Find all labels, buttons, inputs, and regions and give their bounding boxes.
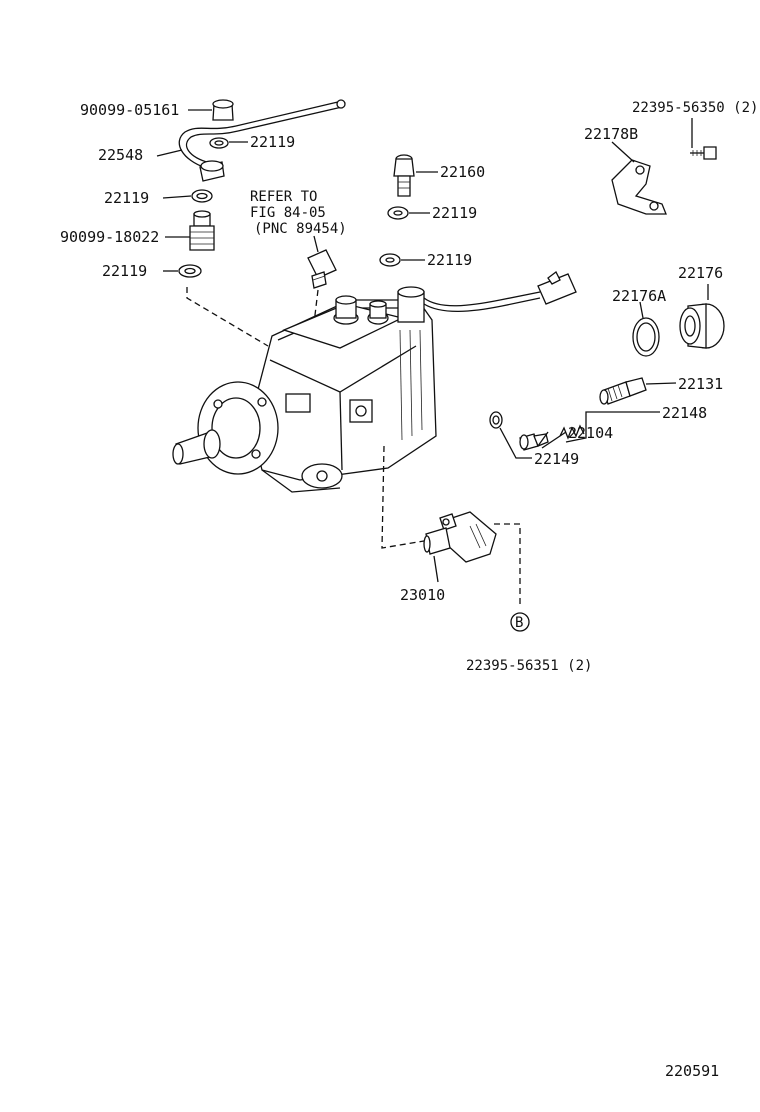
label-22176: 22176 bbox=[678, 264, 723, 282]
label-22119-d: 22119 bbox=[432, 204, 477, 222]
seal-22149 bbox=[489, 411, 532, 459]
union-bolt-90099-18022 bbox=[189, 210, 215, 251]
label-22119-b: 22119 bbox=[104, 189, 149, 207]
label-22104: 22104 bbox=[568, 424, 613, 442]
valve-22131 bbox=[599, 377, 677, 405]
label-22148: 22148 bbox=[662, 404, 707, 422]
label-22119-a: 22119 bbox=[250, 133, 295, 151]
gasket-22119-lower bbox=[178, 264, 202, 278]
lever-22178B bbox=[611, 141, 667, 215]
label-22119-c: 22119 bbox=[102, 262, 147, 280]
gasket-22119-mid bbox=[191, 189, 213, 203]
gasket-22119-upper bbox=[209, 137, 229, 149]
injection-pump-body bbox=[172, 271, 577, 493]
label-22119-e: 22119 bbox=[427, 251, 472, 269]
diagram-id: 220591 bbox=[665, 1062, 719, 1080]
label-90099-05161: 90099-05161 bbox=[80, 101, 179, 119]
valve-22104 bbox=[519, 431, 549, 451]
refer-line-2: FIG 84-05 bbox=[250, 205, 326, 221]
label-22160: 22160 bbox=[440, 163, 485, 181]
plug-22176 bbox=[679, 284, 725, 349]
label-22395-56350: 22395-56350 (2) bbox=[632, 100, 758, 116]
label-22178B: 22178B bbox=[584, 125, 638, 143]
label-22149: 22149 bbox=[534, 450, 579, 468]
label-22176A: 22176A bbox=[612, 287, 666, 305]
callout-B-circle bbox=[510, 612, 530, 632]
union-nut-90099-05161 bbox=[212, 99, 234, 121]
refer-line-1: REFER TO bbox=[250, 189, 317, 205]
leaders-lower bbox=[381, 445, 521, 606]
leader-22104 bbox=[541, 431, 567, 449]
label-22395-56351: 22395-56351 (2) bbox=[466, 658, 592, 674]
callout-B-letter: B bbox=[515, 615, 523, 631]
refer-line-3: (PNC 89454) bbox=[254, 221, 347, 237]
fitting-22160 bbox=[393, 154, 438, 197]
gasket-22119-center bbox=[379, 253, 425, 267]
label-22548: 22548 bbox=[98, 146, 143, 164]
spring-22148 bbox=[559, 411, 660, 443]
label-22131: 22131 bbox=[678, 375, 723, 393]
label-90099-18022: 90099-18022 bbox=[60, 228, 159, 246]
o-ring-22176A bbox=[632, 301, 660, 357]
pipe-fitting bbox=[199, 160, 225, 182]
label-23010: 23010 bbox=[400, 586, 445, 604]
sensor-pnc-89454 bbox=[307, 235, 337, 341]
sensor-23010 bbox=[423, 511, 497, 583]
injection-pipe-22548 bbox=[178, 99, 346, 169]
gasket-22119-top-center bbox=[387, 206, 430, 220]
leaders-left bbox=[156, 109, 269, 347]
screw-22395-56350 bbox=[690, 118, 717, 160]
